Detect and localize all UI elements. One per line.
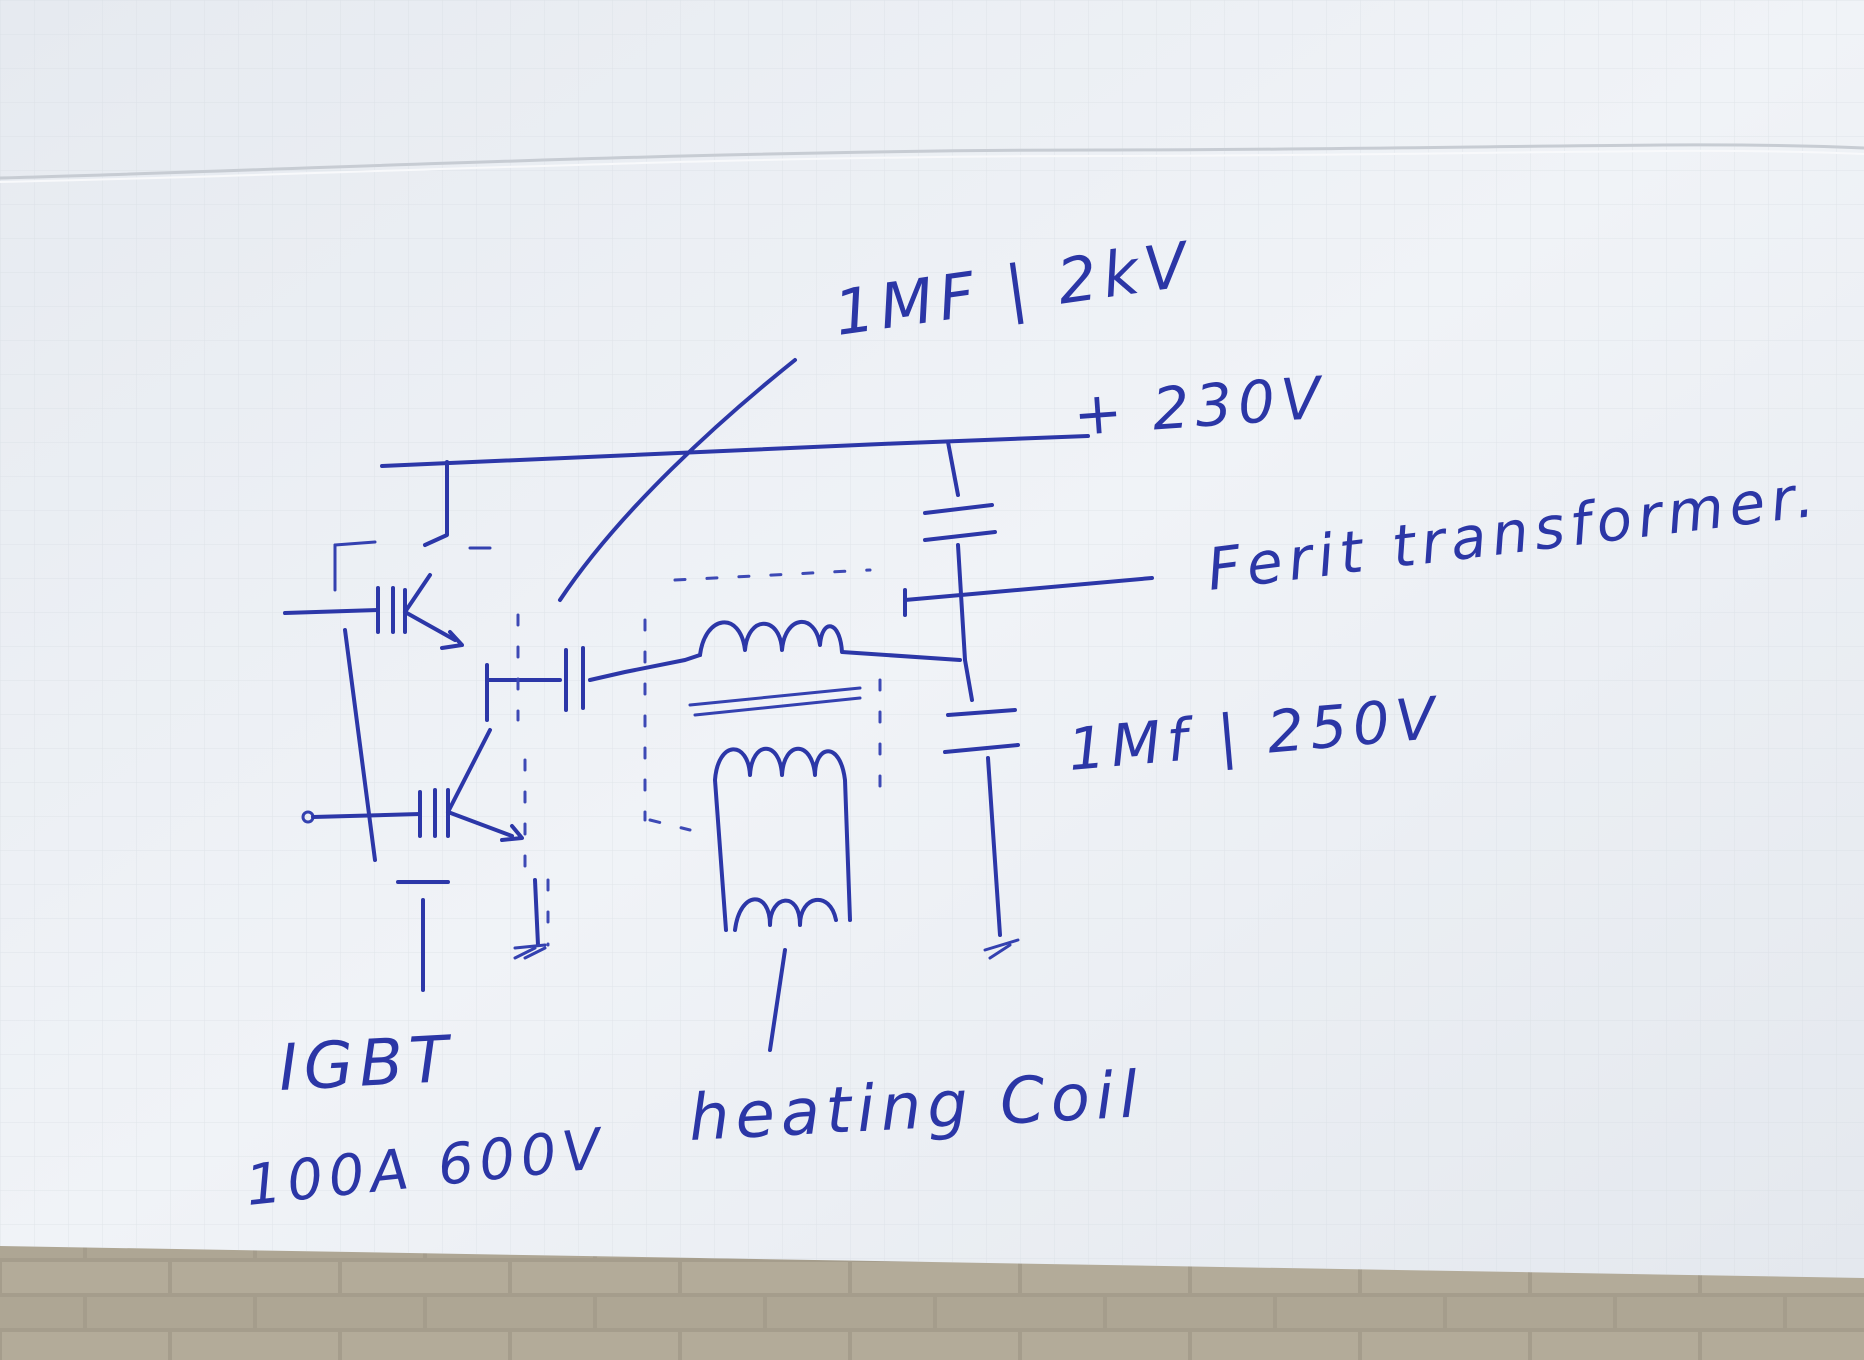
capacitor-bottom xyxy=(943,708,1020,937)
right-branch xyxy=(903,440,1154,702)
igbt-lower xyxy=(301,728,524,992)
igbt-upper xyxy=(283,540,492,650)
circuit-schematic xyxy=(283,358,1154,1052)
heating-coil-symbol xyxy=(713,746,852,1052)
capacitor-series xyxy=(553,646,702,712)
paper-sheet xyxy=(0,0,1864,1278)
ground-symbol-left xyxy=(513,878,547,960)
transformer-primary xyxy=(673,568,962,717)
label-igbt: IGBT xyxy=(277,1023,456,1106)
supply-rail xyxy=(380,434,1090,468)
ground-symbol-right xyxy=(983,938,1020,960)
